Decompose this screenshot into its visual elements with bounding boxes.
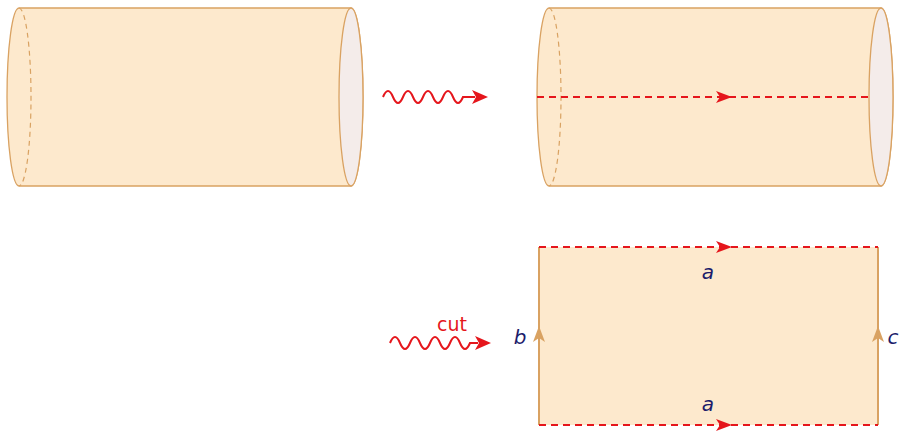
cylinder [7, 8, 363, 186]
cylinder-with-cut-line [537, 8, 893, 186]
unrolled-rectangle [533, 241, 884, 431]
operation-label: cut [437, 315, 467, 334]
edge-label: a [702, 394, 714, 414]
edge-label: a [702, 262, 714, 282]
edge-label: c [888, 327, 899, 347]
edge-label: b [514, 327, 527, 347]
squiggle-arrow [383, 90, 488, 104]
squiggle-arrow [390, 336, 491, 350]
